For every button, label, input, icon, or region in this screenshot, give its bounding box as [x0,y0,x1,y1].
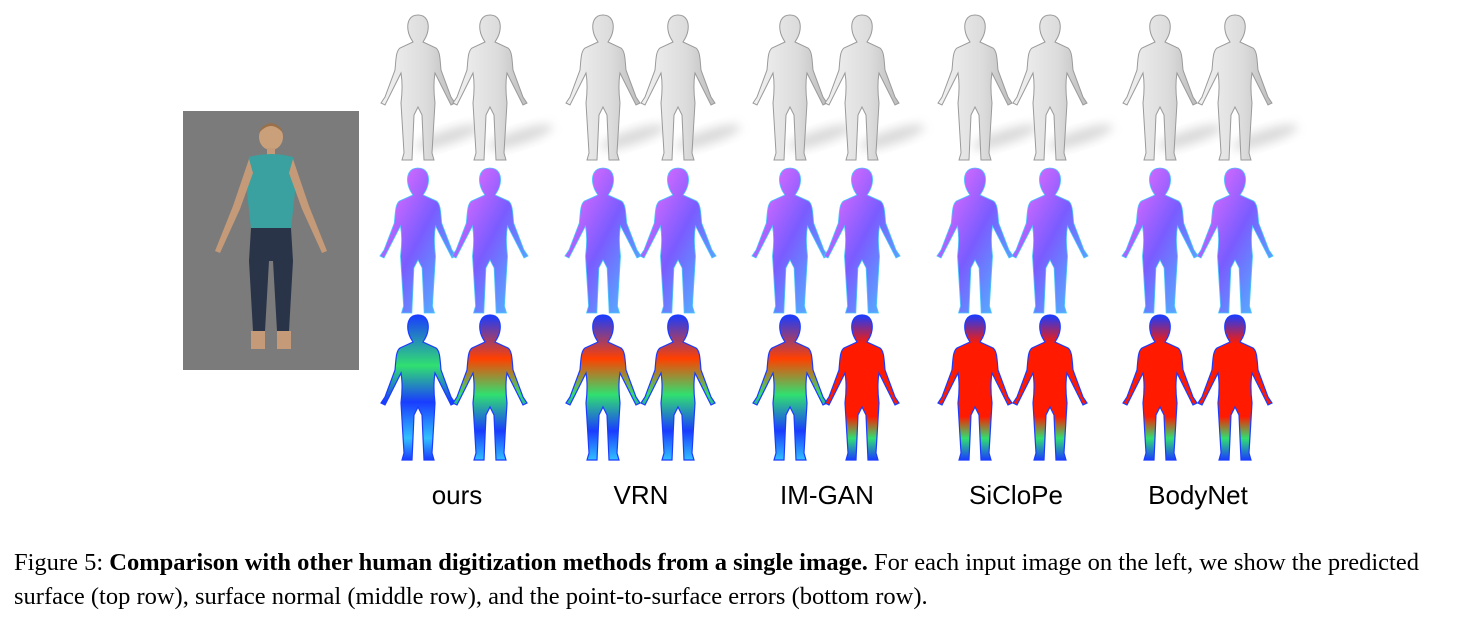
body-silhouette [451,167,529,314]
body-silhouette [824,14,900,161]
body-silhouette [1011,167,1089,314]
body-error-bodynet-back [1197,314,1273,461]
body-silhouette [1197,14,1273,161]
body-error-ours-back [452,314,528,461]
body-silhouette [1012,314,1088,461]
body-error-vrn-back [640,314,716,461]
body-normal-im-gan-back [823,167,901,314]
body-silhouette [452,314,528,461]
body-normal-bodynet-front [1121,167,1199,314]
results-grid [379,14,1298,461]
body-silhouette [1122,314,1198,461]
body-normal-ours-back [451,167,529,314]
body-error-bodynet-front [1122,314,1198,461]
body-surface-siclope-back [1012,14,1113,161]
body-silhouette [1197,314,1273,461]
body-silhouette [564,167,642,314]
body-surface-im-gan-front [752,14,853,161]
body-silhouette [565,14,641,161]
figure-caption: Figure 5: Comparison with other human di… [14,546,1469,614]
body-surface-bodynet-front [1122,14,1223,161]
body-silhouette [640,314,716,461]
body-surface-siclope-front [937,14,1038,161]
body-normal-siclope-back [1011,167,1089,314]
body-silhouette [751,167,829,314]
body-silhouette [639,167,717,314]
body-error-vrn-front [565,314,641,461]
body-silhouette [1121,167,1199,314]
body-error-im-gan-back [824,314,900,461]
body-silhouette [752,314,828,461]
comparison-figure: ours VRN IM-GAN SiCloPe BodyNet [183,14,1298,510]
body-silhouette [640,14,716,161]
caption-body: For each input image on the left, we sho… [14,549,1419,610]
body-normal-vrn-front [564,167,642,314]
body-silhouette [752,14,828,161]
method-label-vrn: VRN [613,480,669,510]
body-error-siclope-back [1012,314,1088,461]
body-silhouette [937,14,1013,161]
body-silhouette [1122,14,1198,161]
body-normal-im-gan-front [751,167,829,314]
method-label-siclope: SiCloPe [969,480,1063,510]
body-silhouette [824,314,900,461]
body-silhouette [380,314,456,461]
body-silhouette [452,14,528,161]
method-label-ours: ours [431,480,483,510]
body-error-ours-front [380,314,456,461]
body-surface-vrn-back [640,14,741,161]
input-person-illustration [215,123,327,349]
body-surface-im-gan-back [824,14,925,161]
caption-title: Comparison with other human digitization… [109,549,868,576]
body-surface-ours-front [380,14,481,161]
body-silhouette [1196,167,1274,314]
method-label-bodynet: BodyNet [1148,480,1248,510]
body-silhouette [565,314,641,461]
body-surface-vrn-front [565,14,666,161]
body-error-siclope-front [937,314,1013,461]
body-silhouette [380,14,456,161]
input-image [183,111,359,370]
body-silhouette [937,314,1013,461]
body-error-im-gan-front [752,314,828,461]
body-surface-bodynet-back [1197,14,1298,161]
body-silhouette [379,167,457,314]
body-normal-siclope-front [936,167,1014,314]
method-label-im-gan: IM-GAN [780,480,874,510]
body-surface-ours-back [452,14,553,161]
body-normal-vrn-back [639,167,717,314]
caption-label: Figure 5: [14,549,104,576]
body-silhouette [936,167,1014,314]
body-normal-ours-front [379,167,457,314]
body-normal-bodynet-back [1196,167,1274,314]
body-silhouette [823,167,901,314]
body-silhouette [1012,14,1088,161]
